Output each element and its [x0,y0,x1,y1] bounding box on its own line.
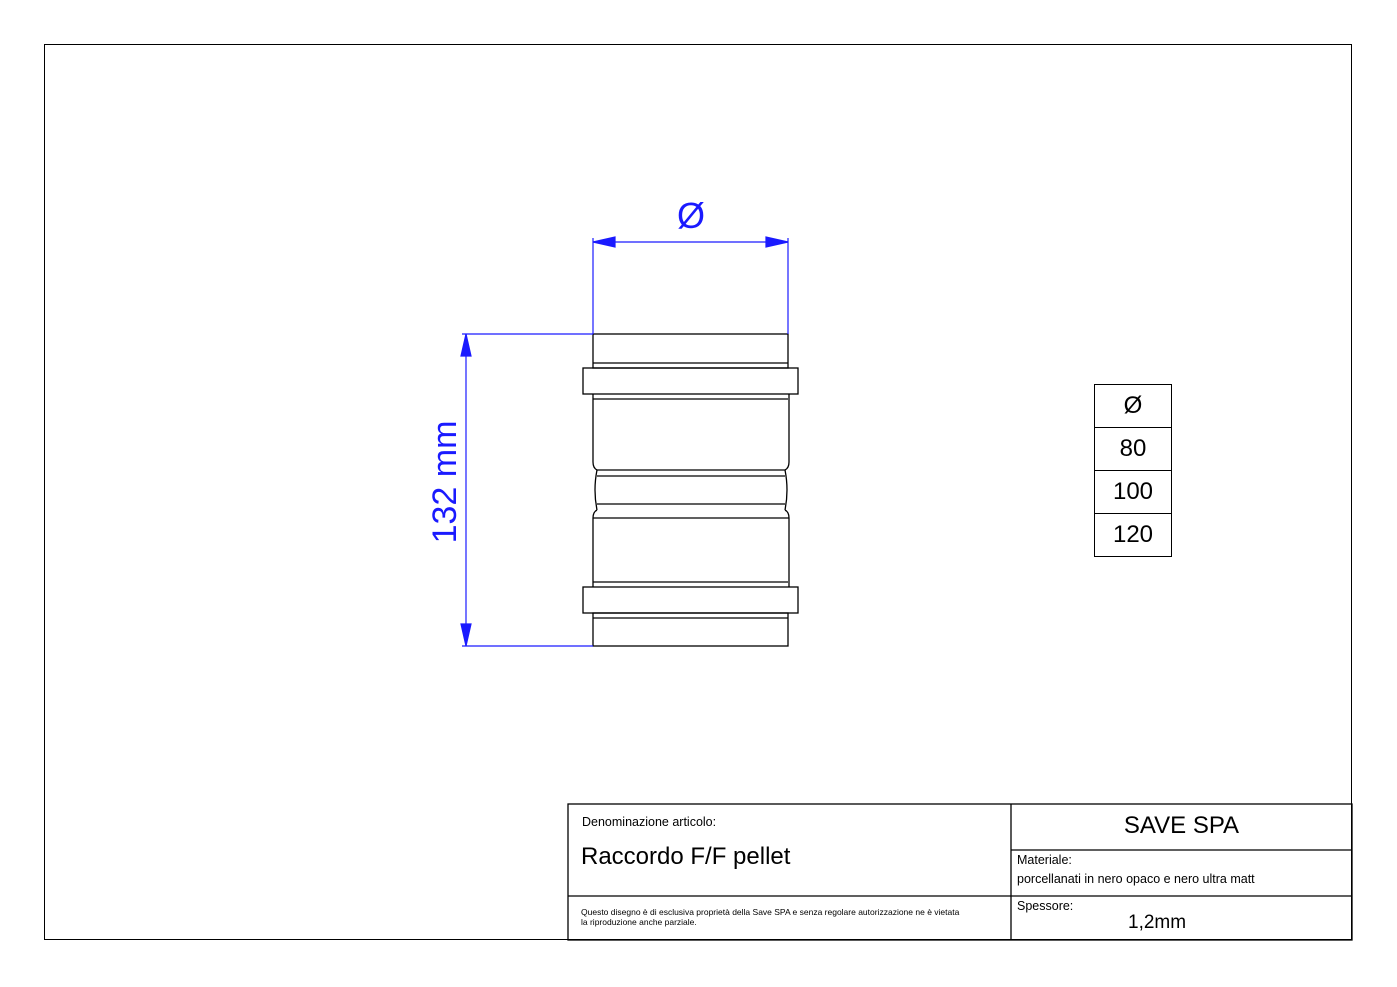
height-dimension-label: 132 mm [426,421,464,544]
article-label: Denominazione articolo: [582,815,717,829]
size-table: Ø 80 100 120 [1094,384,1172,557]
size-table-cell: 100 [1094,470,1172,514]
height-arrow-bottom [460,623,472,647]
diameter-arrow-right [765,236,789,248]
size-table-header: Ø [1094,384,1172,428]
thickness-value: 1,2mm [1128,912,1187,933]
thickness-label: Spessore: [1017,899,1074,913]
diameter-label: Ø [677,195,705,236]
title-block-frame [567,803,1353,941]
article-name: Raccordo F/F pellet [581,843,791,870]
height-arrow-top [460,333,472,357]
disclaimer-line: la riproduzione anche parziale. [581,917,697,927]
top-collar [582,367,799,395]
lower-body [592,509,790,587]
material-value: porcellanati in nero opaco e nero ultra … [1017,872,1255,886]
disclaimer: Questo disegno è di esclusiva proprietà … [581,907,1001,927]
material-label: Materiale: [1017,853,1072,867]
fitting-outline [582,333,799,647]
size-table-cell: 120 [1094,513,1172,557]
bottom-collar [582,586,799,614]
dimension-lines [460,236,789,647]
bottom-spigot [592,612,789,647]
size-table-cell: 80 [1094,427,1172,471]
upper-body [592,394,790,471]
company-name: SAVE SPA [1123,812,1240,839]
middle-waist [594,469,788,511]
diameter-arrow-left [592,236,616,248]
disclaimer-line: Questo disegno è di esclusiva proprietà … [581,907,960,917]
